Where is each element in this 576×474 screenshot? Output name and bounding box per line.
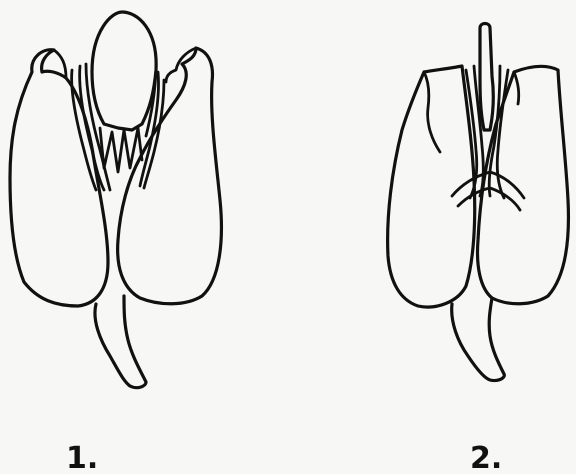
figure-2-right-rim	[514, 72, 519, 104]
figure-1-hood	[92, 12, 156, 130]
figure-2-crossing-filaments	[452, 172, 524, 210]
figure-1-flower	[10, 12, 221, 388]
figure-2-flower	[388, 24, 569, 381]
figure-1-stamens-right	[140, 64, 164, 188]
figure-2-stem	[452, 298, 505, 381]
figure-2-pistil	[480, 24, 493, 131]
figure-1-stem	[95, 296, 146, 388]
figure-1-label: 1.	[66, 441, 98, 474]
figure-2-left-rim	[424, 72, 440, 152]
figure-2-label: 2.	[470, 441, 502, 474]
figure-2-right-petal	[478, 66, 569, 303]
figure-1-right-petal	[118, 48, 222, 304]
